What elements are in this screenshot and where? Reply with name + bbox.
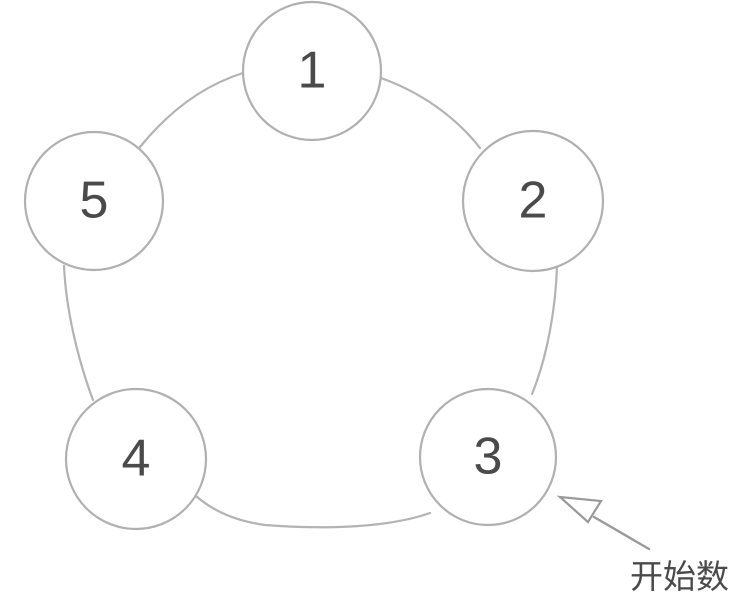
arc-4-to-5 <box>62 264 95 402</box>
node-4-circle[interactable] <box>64 387 208 531</box>
arrow-tail-line <box>592 515 651 551</box>
node-1[interactable]: 1 <box>241 0 383 142</box>
node-5-circle[interactable] <box>23 130 165 272</box>
node-4-label: 4 <box>122 430 151 488</box>
node-2-label: 2 <box>519 172 548 230</box>
arrow-head-icon <box>556 495 603 524</box>
node-5-label: 5 <box>80 172 109 230</box>
arc-3-to-4 <box>194 494 432 529</box>
node-3[interactable]: 3 <box>418 387 558 527</box>
node-3-label: 3 <box>474 428 503 486</box>
node-4[interactable]: 4 <box>64 387 208 531</box>
start-annotation-arrow <box>556 495 651 551</box>
node-2[interactable]: 2 <box>461 129 605 273</box>
start-annotation-label: 开始数 <box>630 557 729 596</box>
node-1-circle[interactable] <box>241 0 383 142</box>
node-1-label: 1 <box>298 42 327 100</box>
arc-5-to-1 <box>138 71 245 149</box>
node-2-circle[interactable] <box>461 129 605 273</box>
ring-connectors <box>62 71 559 529</box>
arc-1-to-2 <box>379 76 482 150</box>
arc-2-to-3 <box>530 263 559 396</box>
node-3-circle[interactable] <box>418 387 558 527</box>
node-5[interactable]: 5 <box>23 130 165 272</box>
